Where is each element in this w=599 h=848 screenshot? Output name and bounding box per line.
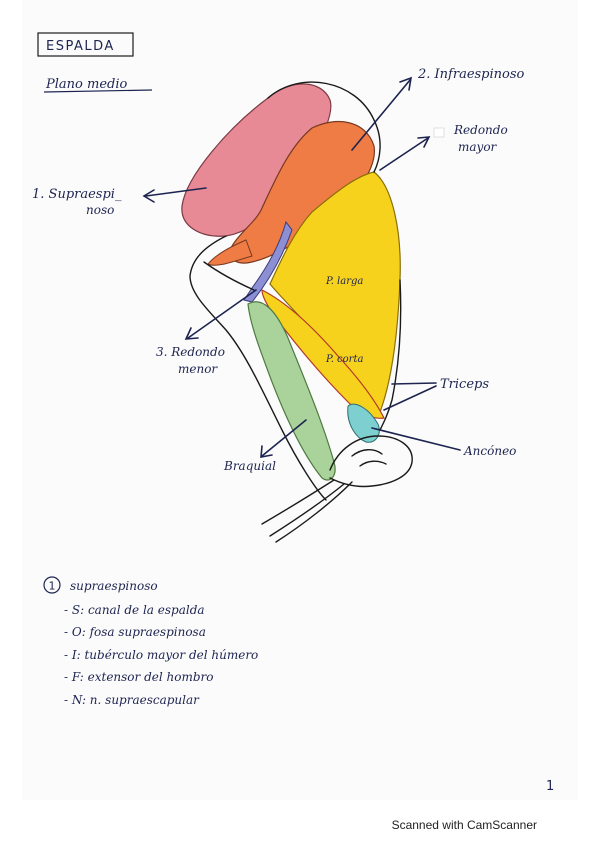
label-infraespinoso: 2. Infraespinoso — [417, 67, 525, 82]
arrowhead-infraespinoso — [399, 76, 413, 91]
label-braquial: Braquial — [223, 459, 276, 473]
redondo-mayor-marker — [433, 127, 445, 138]
anconeo-muscle — [347, 403, 380, 443]
notes-item-n: - N: n. supraescapular — [64, 693, 200, 707]
scanner-footer: Scanned with CamScanner — [391, 818, 537, 832]
humerus-outline — [189, 235, 327, 501]
arrow-braquial — [261, 419, 307, 457]
elbow-joint-lines — [351, 449, 387, 467]
triceps-outline — [379, 279, 402, 431]
label-triceps: Triceps — [440, 377, 489, 392]
forearm-bones — [261, 479, 353, 543]
label-supraespinoso-1: 1. Supraespi_ — [32, 187, 122, 202]
notes-number-circle — [43, 576, 61, 594]
page-number: 1 — [546, 779, 554, 794]
page-subtitle: Plano medio — [45, 77, 127, 92]
arrow-triceps-1 — [391, 382, 437, 385]
label-p-larga: P. larga — [325, 276, 363, 287]
label-redondo-menor-1: 3. Redondo — [156, 345, 225, 359]
arrow-infraespinoso — [351, 79, 411, 151]
olecranon-outline — [329, 435, 413, 488]
label-p-corta: P. corta — [325, 354, 363, 365]
title-box — [37, 32, 134, 57]
infraespinoso-muscle — [229, 121, 375, 264]
muscle-illustration — [181, 81, 413, 543]
arrow-redondo-mayor — [379, 137, 429, 171]
notes-item-o: - O: fosa supraespinosa — [64, 625, 206, 639]
label-redondo-mayor-1: Redondo — [453, 123, 508, 137]
notes-heading: supraespinoso — [70, 579, 158, 593]
page-title: ESPALDA — [46, 39, 115, 54]
arrowhead-redondo-mayor — [417, 136, 431, 148]
notes-item-s: - S: canal de la espalda — [64, 603, 205, 617]
arrow-anconeo — [371, 427, 461, 451]
arrowhead-braquial — [260, 445, 273, 458]
notes-item-f: - F: extensor del hombro — [64, 670, 214, 684]
arrow-supraespinoso — [145, 187, 207, 197]
notes-number: 1 — [49, 580, 56, 593]
notes-item-i: - I: tubérculo mayor del húmero — [64, 648, 258, 662]
arrow-triceps-2 — [383, 385, 437, 411]
scapula-outline — [267, 81, 381, 173]
braquial-muscle — [247, 301, 336, 481]
label-supraespinoso-2: noso — [86, 203, 114, 217]
humerus-head-line — [203, 261, 255, 291]
arrowhead-supraespinoso — [142, 189, 155, 203]
subtitle-underline — [43, 89, 153, 93]
arrow-redondo-menor — [187, 289, 257, 339]
label-redondo-mayor-2: mayor — [458, 140, 498, 154]
arrowhead-redondo-menor — [184, 327, 199, 340]
label-redondo-menor-2: menor — [178, 362, 218, 376]
label-anconeo: Ancóneo — [463, 444, 516, 458]
